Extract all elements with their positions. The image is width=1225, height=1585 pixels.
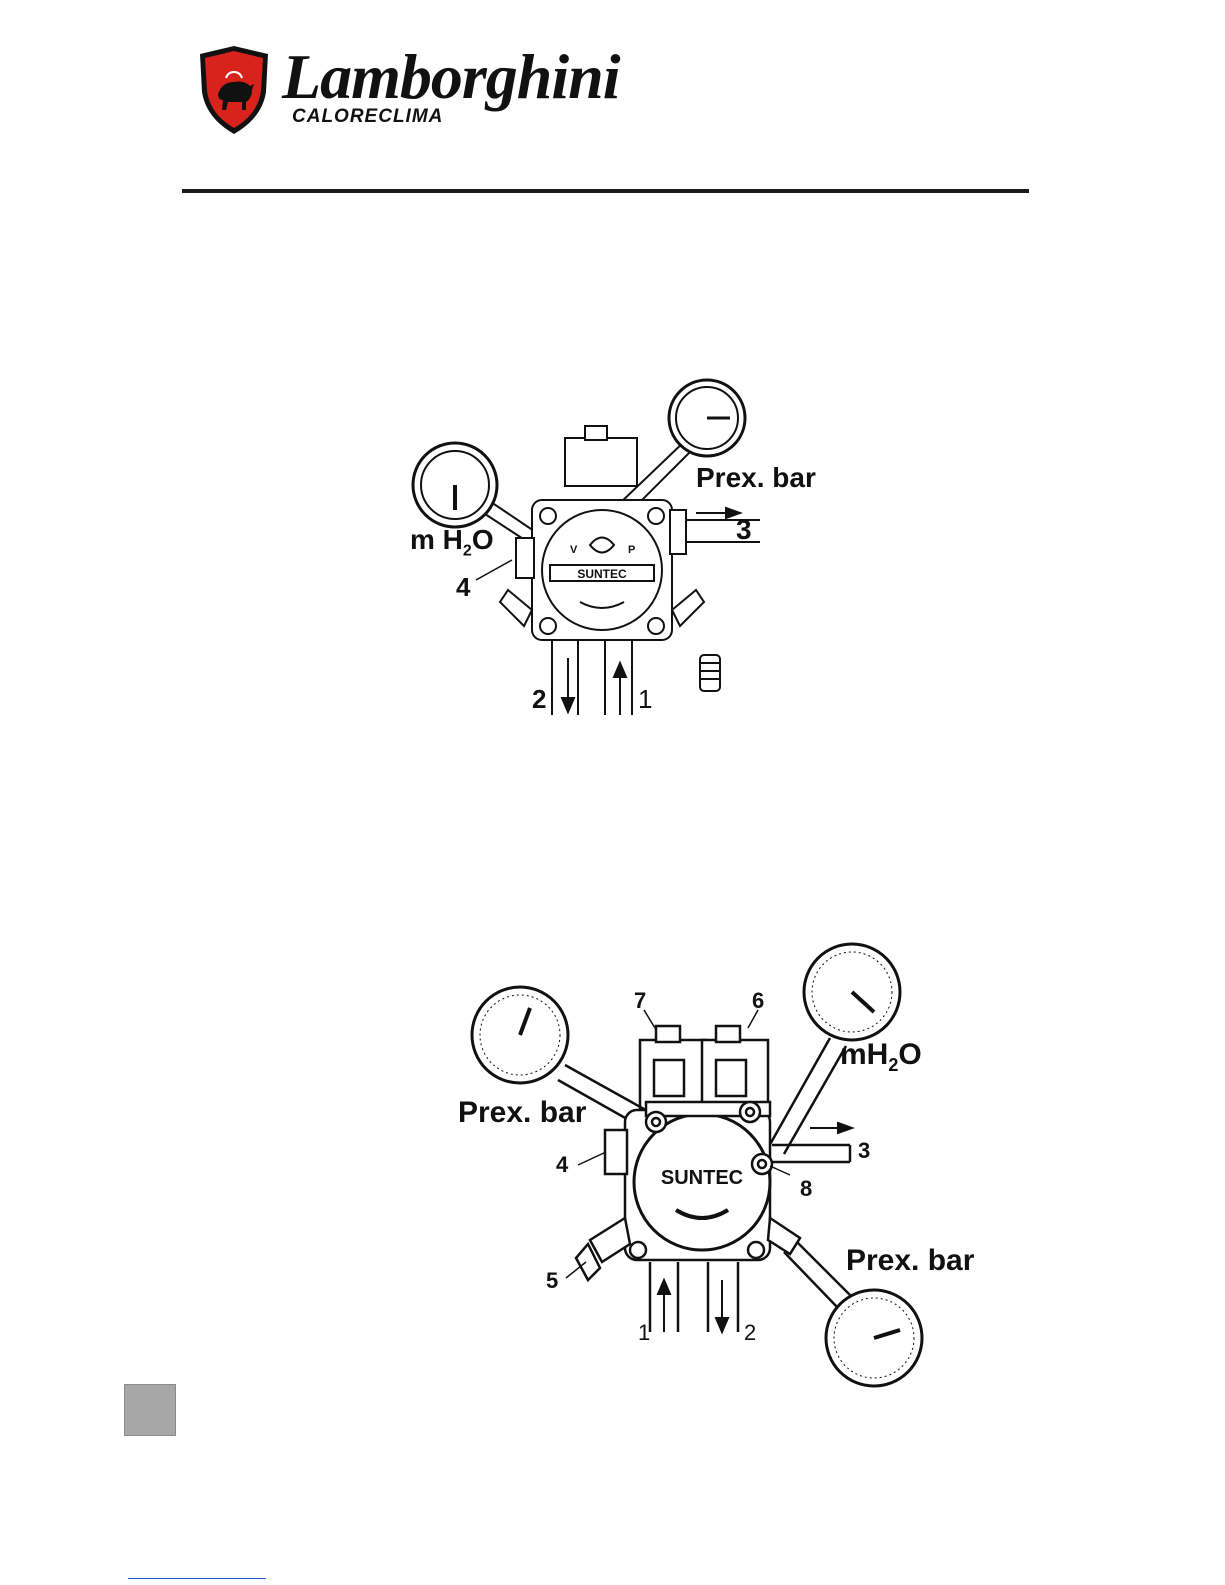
callout-4-fig2: 4 [556, 1152, 568, 1178]
callout-1-fig2: 1 [638, 1320, 650, 1346]
callout-8-fig2: 8 [800, 1176, 812, 1202]
callout-5-fig2: 5 [546, 1268, 558, 1294]
brand-subtitle: CALORECLIMA [292, 106, 443, 128]
page-number-box [124, 1384, 176, 1436]
pump-diagram-2: SUNTEC [450, 940, 980, 1390]
label-prex-bar-left-fig2: Prex. bar [458, 1096, 586, 1130]
callout-1-fig1: 1 [638, 684, 652, 715]
callout-3-fig2: 3 [858, 1138, 870, 1164]
figure-pump-1: SUNTEC V P m H2O Prex. bar 3 4 2 1 [400, 370, 830, 720]
label-prex-bar-right-fig2: Prex. bar [846, 1244, 974, 1278]
label-mh2o-fig2: mH2O [840, 1038, 922, 1076]
pump-v-mark: V [570, 544, 578, 556]
bull-shield-icon [196, 44, 272, 136]
callout-2-fig2: 2 [744, 1320, 756, 1346]
brand-wordmark: Lamborghini [282, 40, 620, 114]
callout-2-fig1: 2 [532, 684, 546, 715]
pump-brand-text-2: SUNTEC [661, 1167, 743, 1189]
pump-p-mark: P [628, 544, 635, 556]
label-prex-bar-fig1: Prex. bar [696, 462, 816, 494]
callout-6-fig2: 6 [752, 988, 764, 1014]
label-mh2o-fig1: m H2O [410, 524, 494, 561]
callout-7-fig2: 7 [634, 988, 646, 1014]
brand-logo: Lamborghini CALORECLIMA [196, 44, 576, 136]
footer-link-underline [128, 1578, 266, 1579]
figure-pump-2: SUNTEC Prex. bar mH2O Prex. bar 7 6 4 3 … [450, 940, 980, 1390]
callout-4-fig1: 4 [456, 572, 470, 603]
pump-brand-text: SUNTEC [577, 567, 627, 581]
header-divider [182, 189, 1029, 193]
callout-3-fig1: 3 [736, 514, 752, 546]
